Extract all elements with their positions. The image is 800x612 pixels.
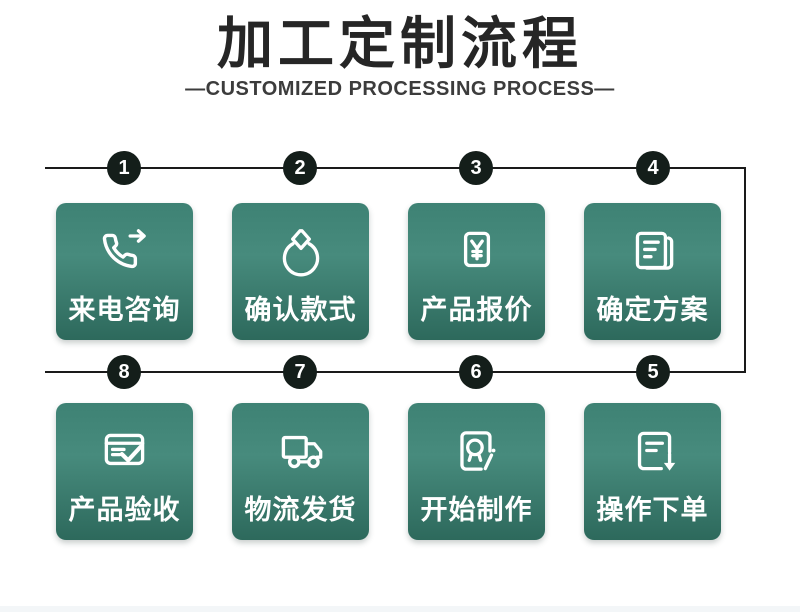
step-number-6: 6 xyxy=(470,361,482,383)
step-card-logistics-shipping: 物流发货 xyxy=(232,403,369,540)
page-subtitle: —CUSTOMIZED PROCESSING PROCESS— xyxy=(185,78,615,101)
step-number-3: 3 xyxy=(470,157,482,179)
step-badge-8: 8 xyxy=(107,355,141,389)
step-badge-7: 7 xyxy=(283,355,317,389)
step-card-product-acceptance: 产品验收 xyxy=(56,403,193,540)
step-badge-4: 4 xyxy=(636,151,670,185)
step-label-4: 确定方案 xyxy=(596,295,709,325)
step-label-5: 操作下单 xyxy=(596,495,709,525)
truck-icon xyxy=(272,422,330,480)
bottom-edge-strip xyxy=(0,606,800,612)
step-label-3: 产品报价 xyxy=(420,295,533,325)
documents-icon xyxy=(624,222,682,280)
header: 加工定制流程 —CUSTOMIZED PROCESSING PROCESS— xyxy=(0,12,800,101)
ring-icon xyxy=(272,222,330,280)
order-arrow-down-icon xyxy=(624,422,682,480)
flow-connector-bottom-line xyxy=(45,371,746,373)
step-label-8: 产品验收 xyxy=(68,495,181,525)
step-card-confirm-plan: 确定方案 xyxy=(584,203,721,340)
step-card-product-quote: 产品报价 xyxy=(408,203,545,340)
step-number-5: 5 xyxy=(647,361,659,383)
step-number-4: 4 xyxy=(647,157,659,179)
step-number-7: 7 xyxy=(294,361,306,383)
step-badge-6: 6 xyxy=(459,355,493,389)
step-label-7: 物流发货 xyxy=(244,495,357,525)
step-number-1: 1 xyxy=(118,157,130,179)
step-number-8: 8 xyxy=(118,361,130,383)
certificate-pen-icon xyxy=(448,422,506,480)
flow-connector-top-line xyxy=(45,167,746,169)
step-label-2: 确认款式 xyxy=(244,295,357,325)
step-badge-1: 1 xyxy=(107,151,141,185)
step-badge-5: 5 xyxy=(636,355,670,389)
page-title: 加工定制流程 xyxy=(217,12,583,75)
step-label-6: 开始制作 xyxy=(420,495,533,525)
step-card-place-order: 操作下单 xyxy=(584,403,721,540)
step-number-2: 2 xyxy=(294,157,306,179)
yuan-price-tag-icon xyxy=(448,222,506,280)
flow-connector-right-line xyxy=(744,167,746,373)
box-check-icon xyxy=(96,422,154,480)
step-card-confirm-style: 确认款式 xyxy=(232,203,369,340)
phone-outgoing-icon xyxy=(96,222,154,280)
step-badge-2: 2 xyxy=(283,151,317,185)
step-label-1: 来电咨询 xyxy=(68,295,181,325)
step-card-start-production: 开始制作 xyxy=(408,403,545,540)
step-badge-3: 3 xyxy=(459,151,493,185)
step-card-call-consult: 来电咨询 xyxy=(56,203,193,340)
